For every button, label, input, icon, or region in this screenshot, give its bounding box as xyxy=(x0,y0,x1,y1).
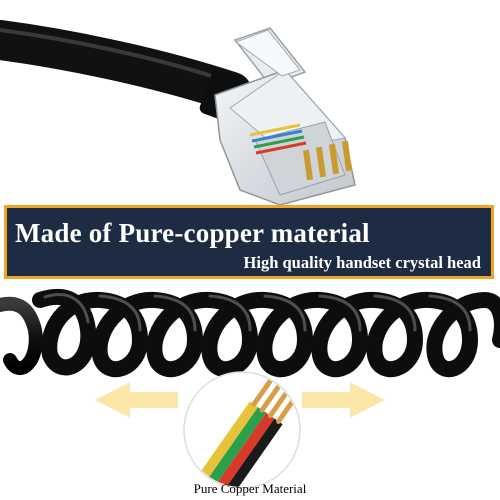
banner-title: Made of Pure-copper material xyxy=(15,218,370,248)
inset-caption: Pure Copper Material xyxy=(193,481,307,496)
coiled-cord xyxy=(0,288,500,378)
straight-cable xyxy=(0,20,252,121)
feature-banner: Made of Pure-copper material High qualit… xyxy=(4,205,494,279)
copper-wire-inset xyxy=(183,371,301,489)
right-arrow xyxy=(302,382,385,418)
banner-subtitle: High quality handset crystal head xyxy=(243,253,481,272)
rj-connector xyxy=(214,27,356,206)
left-arrow xyxy=(95,382,178,418)
